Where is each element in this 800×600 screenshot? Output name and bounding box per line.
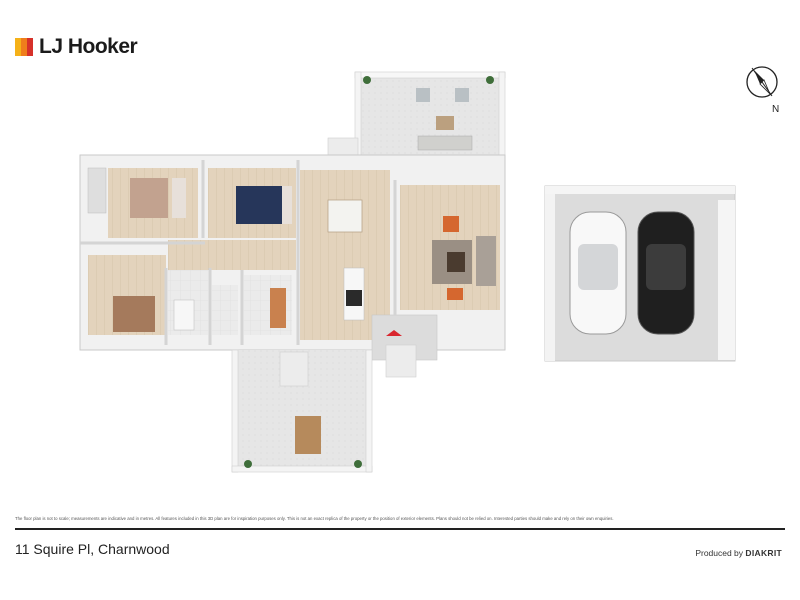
sofa <box>476 236 496 286</box>
toilet <box>212 285 238 335</box>
produced-by: Produced by DIAKRIT <box>695 548 782 558</box>
hallway <box>168 240 296 270</box>
outdoor-table <box>295 416 321 454</box>
compass-north-label: N <box>772 104 779 115</box>
entry-marker-icon <box>386 330 402 336</box>
garage <box>544 185 736 362</box>
produced-by-brand: DIAKRIT <box>745 548 782 558</box>
disclaimer: The floor plan is not to scale; measurem… <box>15 516 614 521</box>
bottom-deck <box>231 349 373 473</box>
produced-by-prefix: Produced by <box>695 548 744 558</box>
footer-divider <box>15 528 785 530</box>
logo-mark-icon <box>15 38 33 56</box>
house-floor <box>79 154 506 378</box>
bed-2 <box>236 186 282 224</box>
compass-icon: N <box>746 66 779 115</box>
bed-1 <box>130 178 168 218</box>
dining-table <box>327 199 363 233</box>
property-address: 11 Squire Pl, Charnwood <box>15 541 170 557</box>
floor-plan <box>79 71 736 473</box>
brand-logo: LJ Hooker <box>15 34 138 60</box>
top-deck <box>354 71 506 161</box>
bed-3 <box>113 296 155 332</box>
brand-name: LJ Hooker <box>39 35 138 58</box>
